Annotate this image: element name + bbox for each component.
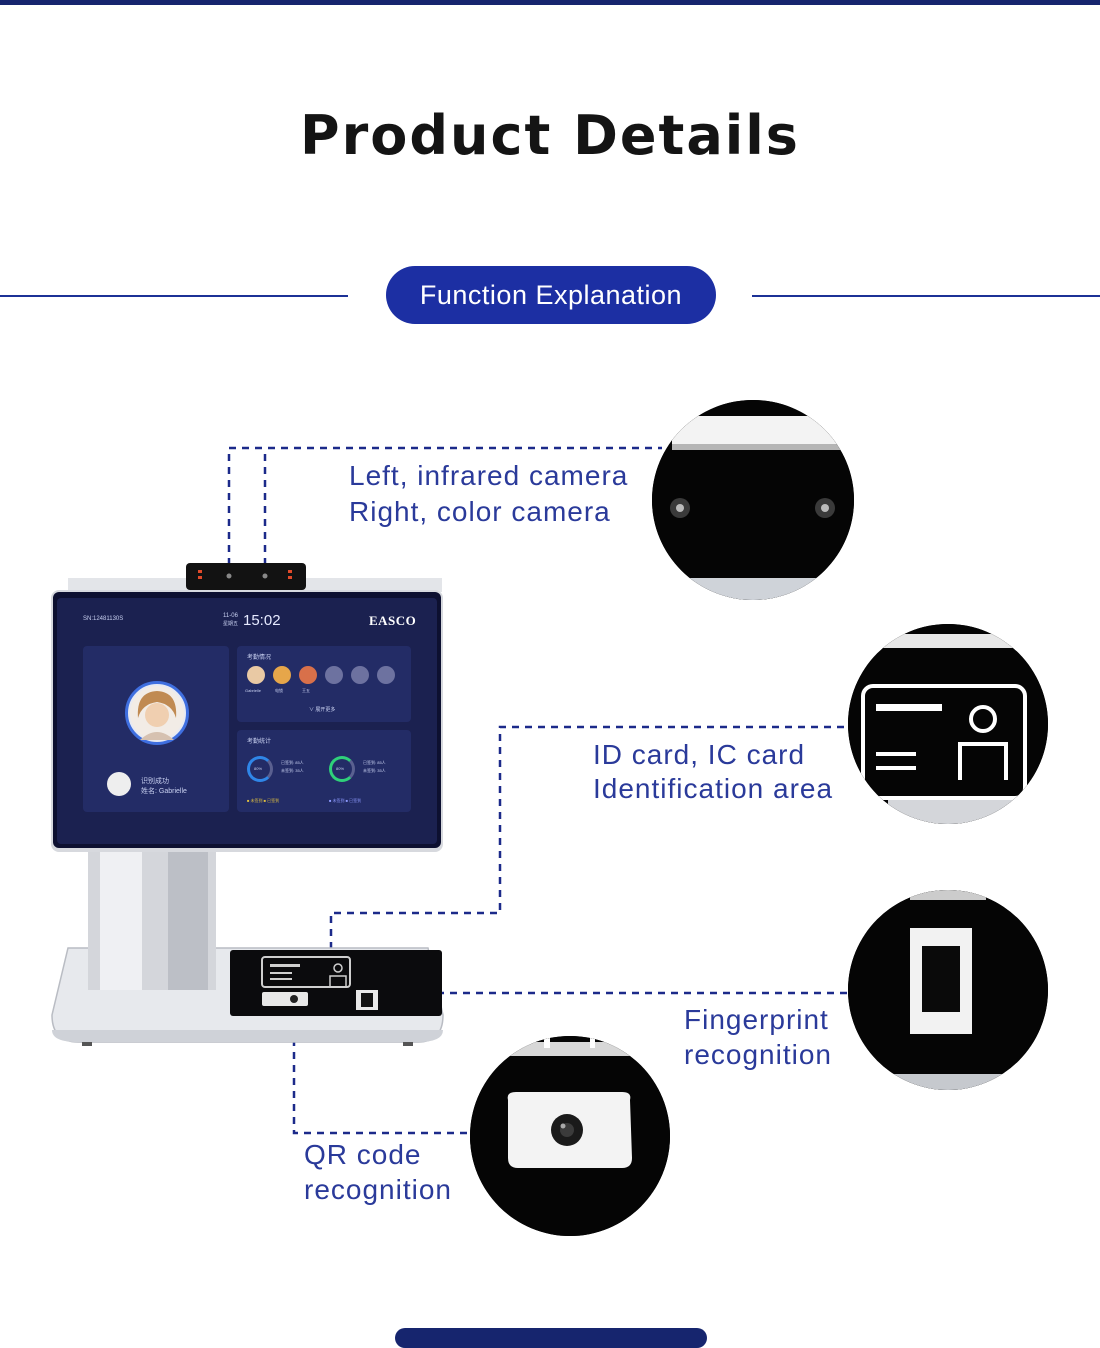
fingerprint-label-1: Fingerprint	[684, 1004, 829, 1035]
empty-avatar	[325, 666, 343, 684]
attendee-name: 电锁	[275, 688, 283, 693]
camera-connector	[227, 446, 662, 565]
stat-ring	[329, 756, 355, 782]
attendee-avatar	[247, 666, 265, 684]
stat-line: 已签到: 85人	[281, 760, 304, 765]
camera-label-2: Right, color camera	[349, 496, 611, 527]
face-panel: 识别成功 姓名: Gabrielle	[83, 646, 229, 812]
top-border	[0, 0, 1100, 5]
camera-lenses-icon	[652, 400, 854, 600]
attendance-panel: 考勤情况 Gabrielle 电锁 王五 ∨ 展开更多	[237, 646, 411, 722]
stat-ring	[247, 756, 273, 782]
bottom-decoration	[395, 1328, 707, 1348]
stats-title: 考勤统计	[247, 739, 272, 745]
weekday-label: 星期五	[223, 621, 239, 627]
attendee-avatar	[273, 666, 291, 684]
result-text: 识别成功	[141, 778, 169, 785]
touch-screen: SN:12481130S 11-06 星期五 15:02 EASCO 识别成功 …	[57, 598, 437, 844]
stat-percent: 80%	[254, 766, 263, 771]
stat-legend: ■ 未签到 ■ 已签到	[247, 798, 280, 803]
card-label-2: Identification area	[593, 773, 834, 804]
face-photo	[125, 681, 189, 745]
stat-legend: ■ 未签到 ■ 已签到	[329, 798, 362, 803]
fingerprint-label-2: recognition	[684, 1039, 832, 1070]
attendee-name: Gabrielle	[245, 688, 262, 693]
brand-logo: EASCO	[369, 613, 417, 628]
status-bar: SN:12481130S	[83, 616, 124, 622]
attendee-name: 王五	[302, 688, 310, 693]
result-name: 姓名: Gabrielle	[141, 788, 187, 795]
stat-line: 未签到: 35人	[281, 768, 304, 773]
expand-more-link[interactable]: ∨ 展开更多	[309, 707, 336, 713]
result-avatar	[107, 772, 131, 796]
attendance-title: 考勤情况	[247, 655, 272, 661]
stat-percent: 80%	[336, 766, 345, 771]
function-explanation-badge: Function Explanation	[386, 266, 716, 324]
date-label: 11-06	[223, 613, 238, 619]
qr-label-1: QR code	[304, 1139, 422, 1170]
attendance-terminal: SN:12481130S 11-06 星期五 15:02 EASCO 识别成功 …	[48, 560, 448, 1060]
card-connector	[329, 725, 850, 962]
empty-avatar	[377, 666, 395, 684]
attendee-avatar	[299, 666, 317, 684]
stats-panel: 考勤统计 80% 已签到: 85人 未签到: 35人 ■ 未签到 ■ 已签到 8…	[237, 730, 411, 812]
divider-left	[0, 295, 348, 297]
divider-right	[752, 295, 1100, 297]
stat-line: 已签到: 85人	[363, 760, 386, 765]
fingerprint-sensor-icon	[848, 890, 1048, 1090]
page-title: Product Details	[300, 104, 800, 167]
person-face-icon	[130, 686, 184, 740]
id-card-icon	[848, 624, 1048, 824]
card-label-1: ID card, IC card	[593, 739, 806, 770]
empty-avatar	[351, 666, 369, 684]
qr-connector	[292, 1000, 470, 1135]
camera-label-1: Left, infrared camera	[349, 460, 629, 491]
clock: 15:02	[243, 612, 281, 629]
qr-label-2: recognition	[304, 1174, 452, 1205]
qr-scanner-icon	[470, 1036, 670, 1236]
stat-line: 未签到: 35人	[363, 768, 386, 773]
